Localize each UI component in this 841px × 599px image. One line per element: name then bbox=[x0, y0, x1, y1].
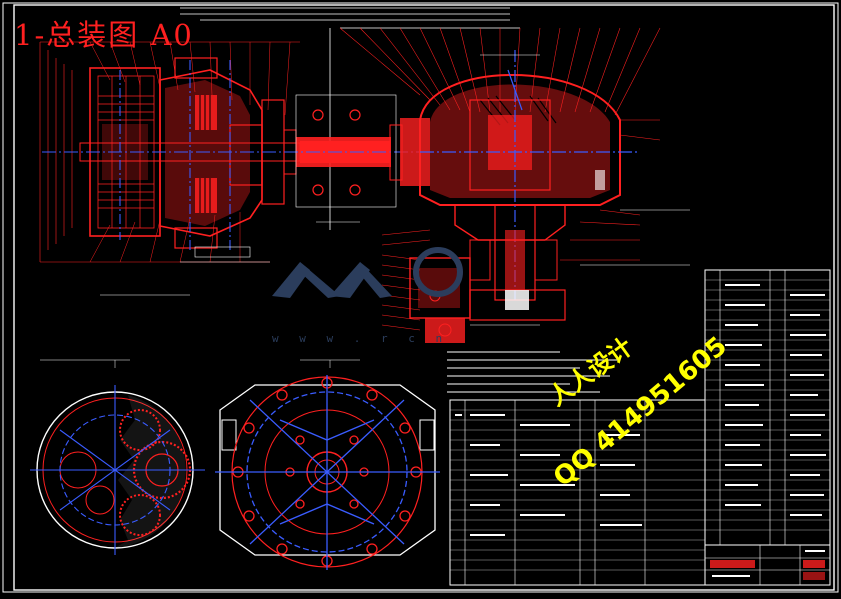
flange-end-view bbox=[215, 359, 440, 570]
title-block bbox=[704, 544, 831, 586]
inner-frame bbox=[13, 4, 835, 591]
drawing-title: 1-总装图 A0 bbox=[14, 18, 194, 52]
top-leaders bbox=[180, 7, 520, 230]
technical-notes bbox=[447, 351, 620, 393]
watermark-url: w w w . r c n bbox=[272, 332, 450, 345]
renren-logo-icon bbox=[272, 247, 463, 298]
planetary-gear-view bbox=[30, 359, 205, 555]
parts-list-table bbox=[449, 269, 831, 586]
axle-housing-section bbox=[339, 27, 690, 343]
gearbox-section bbox=[39, 41, 420, 296]
